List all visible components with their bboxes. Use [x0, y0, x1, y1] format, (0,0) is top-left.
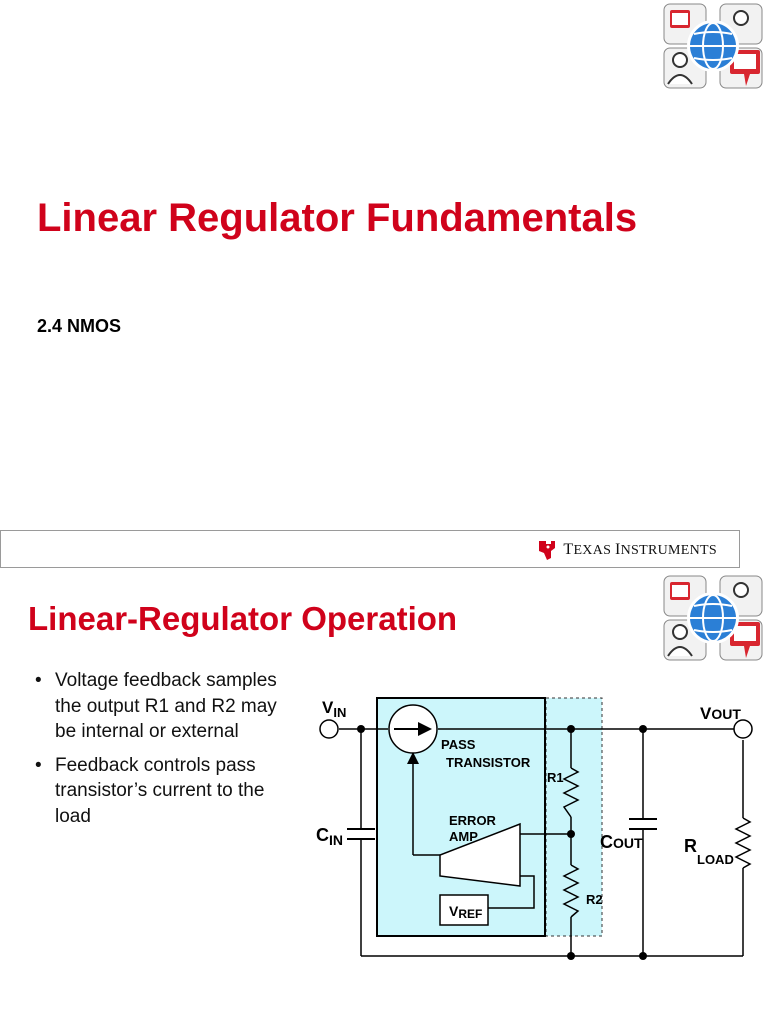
content-slide: Linear-Regulator Operation •Voltage feed… — [0, 572, 768, 1024]
error-amp-label-line1: ERROR — [449, 813, 497, 828]
bullet-dot: • — [35, 670, 42, 691]
rload-resistor-icon — [734, 817, 752, 869]
title-slide: Linear Regulator Fundamentals 2.4 NMOS — [37, 3, 763, 336]
rload-label: RLOAD — [684, 836, 734, 867]
junction-dots — [357, 725, 647, 960]
cout-label: COUT — [600, 832, 643, 852]
r2-label: R2 — [586, 892, 603, 907]
slide-title: Linear-Regulator Operation — [28, 600, 458, 637]
slide-footer-bar: TEXAS INSTRUMENTS — [0, 530, 740, 568]
vin-terminal — [319, 719, 339, 739]
bullet-item: •Voltage feedback samples the output R1 … — [35, 670, 277, 742]
ti-brand-text: TEXAS INSTRUMENTS — [563, 541, 717, 558]
slide-subtitle: 2.4 NMOS — [37, 316, 122, 336]
bullet-list: •Voltage feedback samples the output R1 … — [33, 668, 303, 837]
vin-label: VIN — [322, 698, 346, 720]
cin-capacitor-icon — [347, 828, 375, 840]
r2-resistor-icon — [562, 864, 580, 918]
texas-instruments-logo: TEXAS INSTRUMENTS — [537, 539, 717, 561]
regulator-circuit-diagram: VIN VOUT CIN COUT RLOAD VREF PASS TRANSI… — [316, 697, 753, 960]
bullet-item: •Feedback controls pass transistor’s cur… — [35, 754, 265, 827]
bullet-dot: • — [35, 754, 42, 776]
vout-terminal — [733, 719, 753, 739]
vout-label: VOUT — [700, 704, 741, 723]
error-amp-icon — [439, 822, 521, 887]
pass-transistor-label-line1: PASS — [441, 737, 476, 752]
pass-transistor-label-line2: TRANSISTOR — [446, 755, 531, 770]
slide-title: Linear Regulator Fundamentals — [37, 196, 638, 240]
vref-label: VREF — [449, 903, 482, 921]
cout-capacitor-icon — [629, 818, 657, 830]
training-logo-icon — [663, 575, 763, 661]
vref-box — [439, 894, 489, 926]
training-logo-icon — [663, 3, 763, 89]
error-amp-label-line2: AMP — [449, 829, 478, 844]
r1-label: R1 — [547, 770, 564, 785]
ti-logo-icon — [539, 541, 556, 560]
cin-label: CIN — [316, 825, 343, 848]
r1-resistor-icon — [562, 767, 580, 818]
feedback-arrow-icon — [407, 752, 419, 764]
